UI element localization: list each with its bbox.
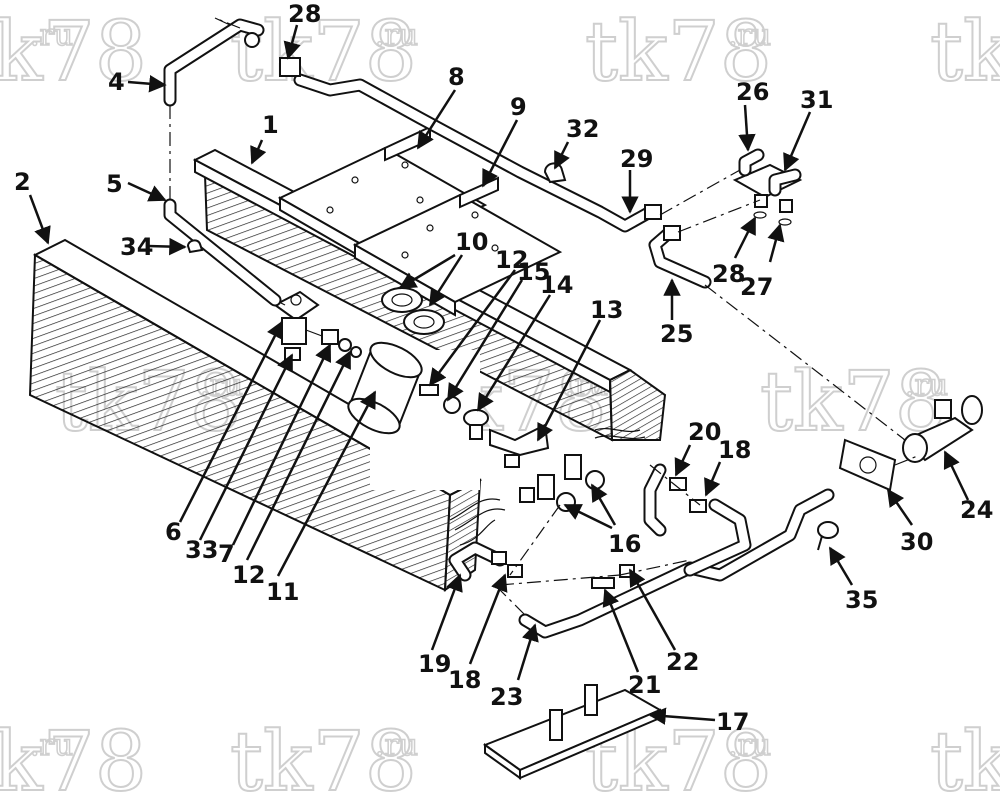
svg-text:.ru: .ru (905, 368, 948, 403)
leader-lines (28, 24, 970, 725)
callout-7: 7 (218, 540, 235, 568)
svg-text:.ru: .ru (728, 728, 771, 763)
callout-33: 33 (185, 536, 218, 564)
svg-text:.ru: .ru (30, 18, 73, 53)
callout-27: 27 (740, 273, 773, 301)
callout-29: 29 (620, 145, 653, 173)
callout-18-right: 18 (718, 436, 751, 464)
drain-tray-17 (482, 684, 663, 780)
fitting-block-26-31 (732, 148, 803, 226)
callout-18-bottom: 18 (448, 666, 481, 694)
watermark: tk78 .ru (584, 4, 773, 101)
sensors-19-21-22 (448, 541, 635, 589)
wiring-harness (449, 427, 646, 546)
callout-labels: 4 5 2 1 28 8 9 34 10 32 29 26 31 28 27 2… (14, 0, 993, 736)
callout-5: 5 (106, 170, 123, 198)
svg-text:tk78: tk78 (930, 5, 1000, 100)
callout-9: 9 (510, 93, 527, 121)
callout-2: 2 (14, 168, 31, 196)
svg-text:tk78: tk78 (585, 5, 772, 100)
svg-text:.ru: .ru (375, 18, 418, 53)
callout-12-top: 12 (495, 246, 528, 274)
callout-30: 30 (900, 528, 933, 556)
callout-1: 1 (262, 111, 279, 139)
clamps-10 (381, 287, 445, 335)
callout-20: 20 (688, 418, 721, 446)
hose-5 (163, 198, 282, 307)
svg-text:.ru: .ru (375, 728, 418, 763)
callout-13: 13 (590, 296, 623, 324)
clip-35 (817, 521, 839, 551)
svg-text:tk78: tk78 (230, 715, 417, 799)
svg-text:.ru: .ru (30, 728, 73, 763)
callout-11: 11 (266, 578, 299, 606)
callout-34: 34 (120, 233, 153, 261)
callout-14: 14 (540, 271, 573, 299)
hose-4 (163, 18, 265, 107)
callout-25: 25 (660, 320, 693, 348)
watermark: tk78 (929, 4, 1000, 101)
callout-10: 10 (455, 228, 488, 256)
svg-text:tk78: tk78 (0, 5, 147, 100)
watermark: tk78 .ru (0, 4, 148, 101)
tube-29 (293, 73, 662, 233)
callout-28-top: 28 (288, 0, 321, 28)
callout-35: 35 (845, 586, 878, 614)
switches-16 (519, 454, 605, 512)
svg-text:tk78: tk78 (0, 715, 147, 799)
watermark: tk78 .ru (229, 714, 419, 799)
callout-16: 16 (608, 530, 641, 558)
svg-text:tk78: tk78 (930, 715, 1000, 799)
callout-23: 23 (490, 683, 523, 711)
callout-15: 15 (517, 258, 550, 286)
callout-32: 32 (566, 115, 599, 143)
fitting-24 (902, 395, 983, 463)
watermark: tk78 .ru (0, 714, 148, 799)
fitting-28-top (214, 17, 301, 77)
svg-text:.ru: .ru (728, 18, 771, 53)
callout-26: 26 (736, 78, 769, 106)
watermark: tk78 (929, 714, 1000, 799)
valve-assembly (254, 289, 362, 361)
callout-24: 24 (960, 496, 993, 524)
callout-31: 31 (800, 86, 833, 114)
callout-21: 21 (628, 671, 661, 699)
clip-34 (186, 239, 204, 254)
callout-8: 8 (448, 63, 465, 91)
tube-20-18 (643, 463, 752, 577)
callout-4: 4 (108, 68, 125, 96)
callout-6: 6 (165, 518, 182, 546)
center-lines (169, 17, 921, 616)
tube-23 (518, 488, 835, 639)
callout-22: 22 (666, 648, 699, 676)
tube-25 (648, 225, 712, 289)
callout-19: 19 (418, 650, 451, 678)
callout-17: 17 (716, 708, 749, 736)
callout-12-bottom: 12 (232, 561, 265, 589)
callout-28-right: 28 (712, 260, 745, 288)
